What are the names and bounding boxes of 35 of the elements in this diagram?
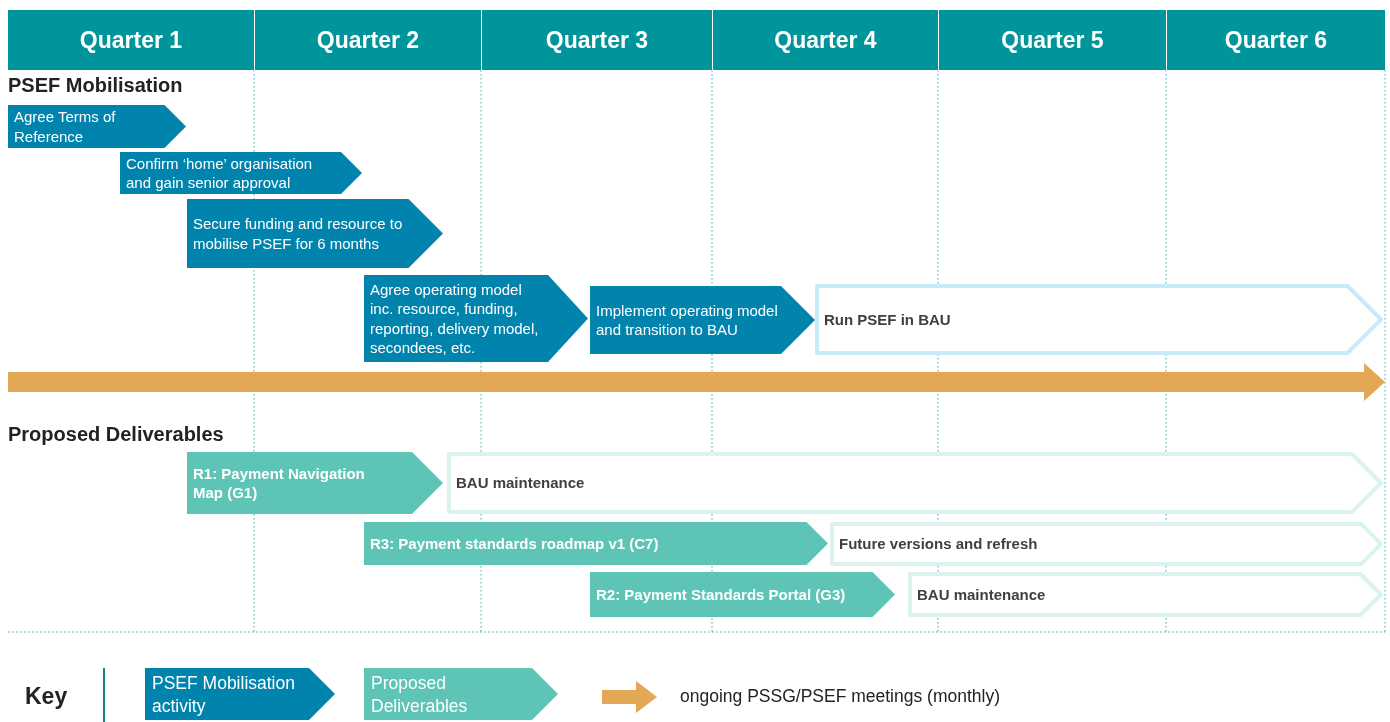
quarter-header: Quarter 1 <box>8 10 254 70</box>
section-heading: Proposed Deliverables <box>8 423 224 446</box>
legend-text: Proposed Deliverables <box>371 672 469 718</box>
chevron-text: Implement operating model and transition to BAU <box>596 300 779 340</box>
chevron-text: R3: Payment standards roadmap v1 (C7) <box>370 533 659 554</box>
chevron-text: R2: Payment Standards Portal (G3) <box>596 584 846 605</box>
quarter-header: Quarter 4 <box>712 10 938 70</box>
chevron-text: Future versions and refresh <box>839 534 1038 554</box>
gantt-ongoing-bar <box>447 452 1383 514</box>
section-heading: PSEF Mobilisation <box>8 74 183 97</box>
gantt-deliverable-bar <box>364 522 828 565</box>
quarter-header: Quarter 5 <box>938 10 1166 70</box>
gantt-deliverable-bar <box>187 452 443 514</box>
chevron-text: Run PSEF in BAU <box>824 309 951 330</box>
chevron-text: Confirm ‘home’ organisation and gain senior approval <box>126 153 314 193</box>
chevron-text: BAU maintenance <box>456 473 585 493</box>
chevron-text: Agree Terms of Reference <box>14 107 117 146</box>
chevron-text: Secure funding and resource to mobilise PSEF for 6 months <box>193 214 403 253</box>
quarter-header: Quarter 2 <box>254 10 481 70</box>
gantt-ongoing-bar <box>908 572 1383 617</box>
quarter-header: Quarter 6 <box>1166 10 1385 70</box>
quarter-header: Quarter 3 <box>481 10 712 70</box>
chevron-text: BAU maintenance <box>917 584 1046 605</box>
chevron-text: R1: Payment Navigation Map (G1) <box>193 463 366 503</box>
gantt-task-bar <box>8 105 186 148</box>
chevron-text: Agree operating model inc. resource, funding, reporting, delivery model, secondees, etc. <box>370 279 540 358</box>
legend-text: PSEF Mobilisation activity <box>152 672 296 718</box>
gantt-ongoing-bar <box>815 284 1383 355</box>
gantt-task-bar <box>187 199 443 268</box>
gantt-task-bar <box>590 286 815 354</box>
legend-text: ongoing PSSG/PSEF meetings (monthly) <box>680 686 1000 707</box>
gantt-ongoing-bar <box>830 522 1383 566</box>
key-heading: Key <box>25 683 68 710</box>
gantt-task-bar <box>120 152 362 194</box>
gantt-deliverable-bar <box>590 572 895 617</box>
